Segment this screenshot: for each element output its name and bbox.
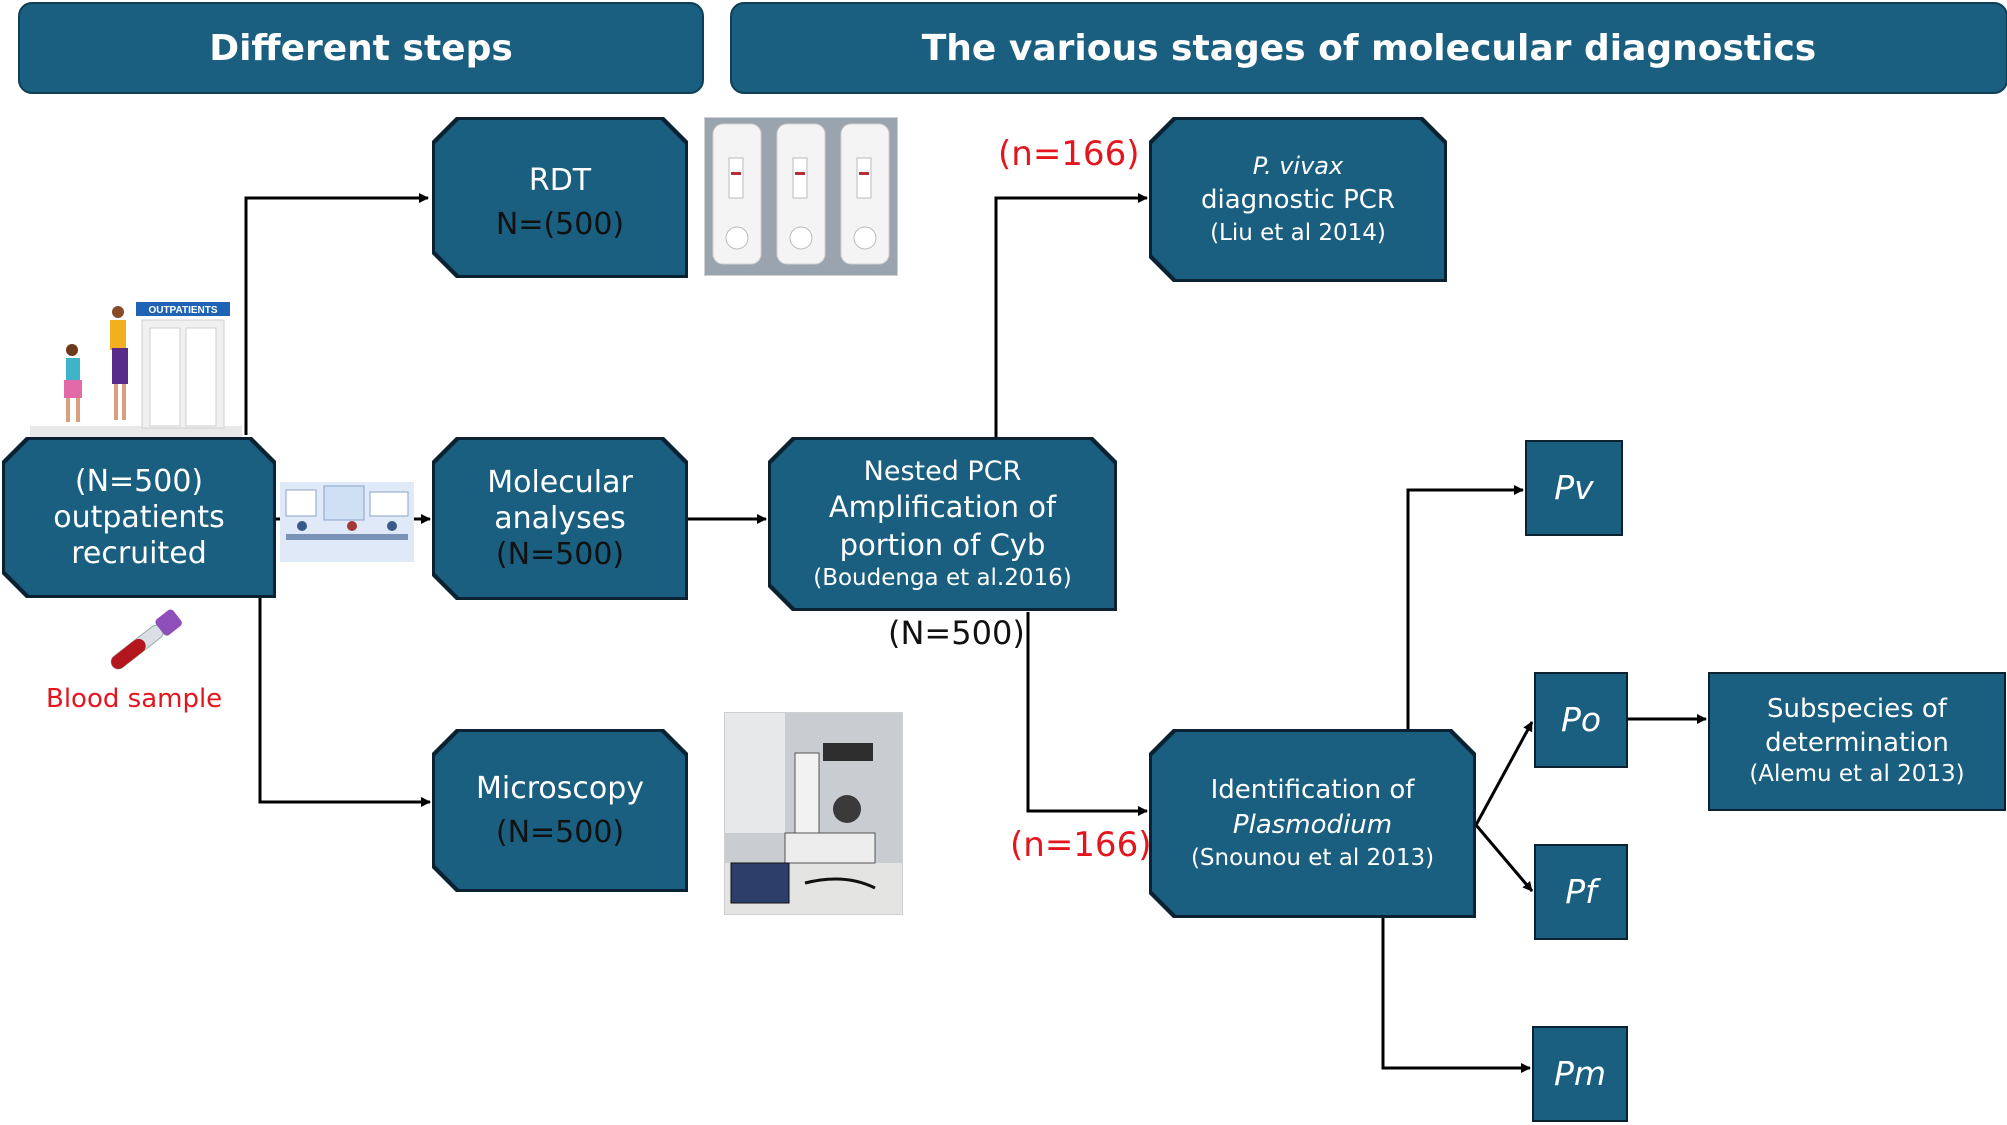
arrow-to-pm bbox=[1381, 918, 1531, 1073]
molecular-count: (N=500) bbox=[495, 536, 625, 572]
microscopy-count: (N=500) bbox=[495, 814, 625, 850]
header-molecular-diagnostics-text: The various stages of molecular diagnost… bbox=[921, 27, 1817, 69]
identification-title: Identification of bbox=[1210, 774, 1415, 805]
outpatients-recruited: recruited bbox=[71, 535, 207, 571]
rdt-title: RDT bbox=[528, 162, 592, 198]
pm-label: Pm bbox=[1553, 1054, 1607, 1094]
arrow-to-rdt bbox=[244, 193, 429, 435]
po-label: Po bbox=[1560, 700, 1602, 740]
nested-pcr-title: Nested PCR bbox=[863, 455, 1022, 487]
node-pm: Pm bbox=[1532, 1026, 1628, 1122]
rdt-count: N=(500) bbox=[495, 206, 625, 242]
lab-illustration bbox=[280, 482, 414, 562]
microscope-photo bbox=[724, 712, 903, 915]
node-molecular-analyses: Molecular analyses (N=500) bbox=[432, 437, 688, 600]
node-identification: Identification of Plasmodium (Snounou et… bbox=[1149, 729, 1476, 918]
node-microscopy: Microscopy (N=500) bbox=[432, 729, 688, 892]
pv-label: Pv bbox=[1554, 468, 1594, 508]
pvivax-reference: (Liu et al 2014) bbox=[1210, 219, 1386, 246]
arrow-to-pvivax-pcr bbox=[994, 193, 1148, 437]
arrow-to-microscopy bbox=[258, 598, 431, 807]
header-different-steps-text: Different steps bbox=[209, 27, 513, 69]
subspecies-title-2: determination bbox=[1765, 727, 1949, 758]
node-pvivax-pcr: P. vivax diagnostic PCR (Liu et al 2014) bbox=[1149, 117, 1447, 282]
rdt-cassettes-photo bbox=[704, 117, 898, 276]
blood-sample-label: Blood sample bbox=[46, 684, 223, 714]
blood-tube-icon bbox=[110, 609, 182, 670]
identification-count-label: (n=166) bbox=[1010, 825, 1152, 865]
identification-reference: (Snounou et al 2013) bbox=[1190, 845, 1435, 872]
identification-genus: Plasmodium bbox=[1232, 809, 1393, 840]
arrow-to-po bbox=[1474, 721, 1534, 826]
header-molecular-diagnostics: The various stages of molecular diagnost… bbox=[730, 2, 2007, 94]
arrow-to-pf bbox=[1474, 824, 1534, 892]
arrow-to-identification bbox=[1026, 612, 1148, 816]
node-rdt: RDT N=(500) bbox=[432, 117, 688, 278]
nested-pcr-line-2: Amplification of bbox=[828, 489, 1057, 524]
arrow-to-pv bbox=[1406, 485, 1524, 730]
node-subspecies: Subspecies of determination (Alemu et al… bbox=[1708, 672, 2006, 811]
molecular-title-2: analyses bbox=[494, 500, 626, 536]
node-pf: Pf bbox=[1534, 844, 1628, 940]
subspecies-title-1: Subspecies of bbox=[1767, 693, 1947, 724]
node-po: Po bbox=[1534, 672, 1628, 768]
nested-pcr-count-label: (N=500) bbox=[888, 614, 1025, 652]
nested-pcr-line-3: portion of Cyb bbox=[839, 527, 1046, 562]
node-pv: Pv bbox=[1525, 440, 1623, 536]
header-different-steps: Different steps bbox=[18, 2, 704, 94]
pvivax-title: diagnostic PCR bbox=[1201, 184, 1395, 215]
pf-label: Pf bbox=[1565, 872, 1597, 912]
pvivax-species: P. vivax bbox=[1252, 152, 1344, 181]
nested-pcr-reference: (Boudenga et al.2016) bbox=[813, 565, 1072, 592]
outpatients-count: (N=500) bbox=[74, 463, 204, 499]
molecular-title-1: Molecular bbox=[487, 464, 633, 500]
subspecies-reference: (Alemu et al 2013) bbox=[1749, 761, 1965, 788]
outpatients-sign-text: OUTPATIENTS bbox=[148, 305, 217, 316]
pvivax-count-label: (n=166) bbox=[998, 134, 1140, 174]
node-outpatients: (N=500) outpatients recruited bbox=[2, 437, 276, 598]
microscopy-title: Microscopy bbox=[475, 770, 645, 806]
outpatients-illustration: OUTPATIENTS bbox=[30, 298, 242, 438]
outpatients-label: outpatients bbox=[53, 499, 225, 535]
node-nested-pcr: Nested PCR Amplification of portion of C… bbox=[768, 437, 1117, 611]
